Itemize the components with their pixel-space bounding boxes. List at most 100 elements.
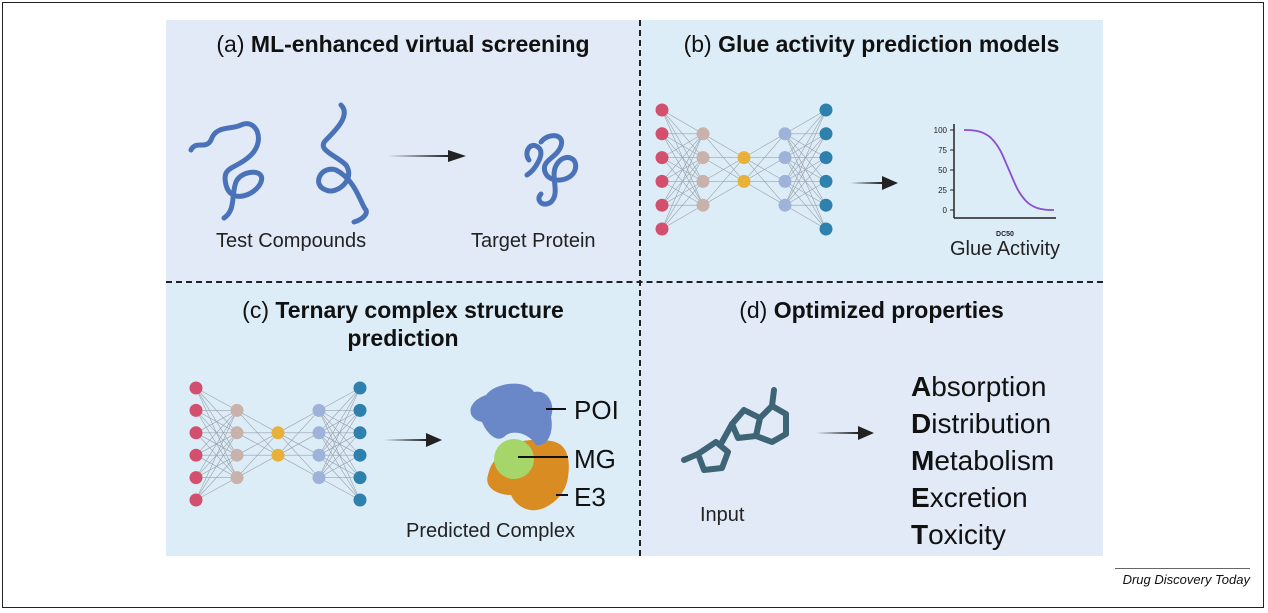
network-edge — [195, 410, 238, 456]
network-node — [353, 471, 367, 485]
network-edge — [743, 133, 786, 158]
network-node — [230, 403, 244, 417]
y-tick-label: 75 — [938, 146, 947, 155]
network-edge — [661, 133, 704, 182]
network-node — [696, 174, 710, 188]
y-tick-label: 100 — [934, 126, 948, 135]
glue-activity-caption: Glue Activity — [950, 238, 1061, 260]
ternary-complex-icon — [470, 383, 569, 511]
protein-chain-icon — [316, 102, 369, 225]
mg-label: MG — [574, 444, 616, 474]
panel-b-title: (b) Glue activity prediction models — [640, 30, 1103, 58]
network-edge — [318, 477, 361, 501]
test-compounds-caption: Test Compounds — [216, 230, 367, 252]
panel-d-title-text: Optimized properties — [773, 297, 1004, 323]
network-node — [353, 403, 367, 417]
network-edge — [702, 157, 745, 182]
y-tick-label: 25 — [938, 186, 947, 195]
network-node — [312, 471, 326, 485]
network-edge — [743, 133, 786, 182]
panel-c-title-line1: Ternary complex structure — [275, 297, 564, 323]
panel-d-label: (d) — [739, 297, 768, 323]
e3-label: E3 — [574, 482, 606, 512]
network-node — [189, 493, 203, 507]
network-edge — [277, 432, 320, 456]
network-node — [312, 426, 326, 440]
neural-network-icon — [655, 103, 833, 236]
network-edge — [743, 181, 786, 206]
network-edge — [195, 454, 238, 501]
network-node — [819, 174, 833, 188]
activity-curve — [963, 129, 1055, 211]
network-edge — [277, 410, 320, 456]
horizontal-divider — [166, 281, 1103, 283]
network-node — [353, 381, 367, 395]
panel-b-title-text: Glue activity prediction models — [718, 31, 1060, 57]
target-protein-caption: Target Protein — [471, 230, 596, 252]
panel-d-title: (d) Optimized properties — [640, 296, 1103, 324]
admet-absorption: Absorption — [911, 371, 1047, 402]
network-node — [230, 471, 244, 485]
network-node — [778, 174, 792, 188]
network-node — [189, 448, 203, 462]
input-caption: Input — [700, 504, 745, 526]
network-edge — [784, 109, 827, 206]
network-node — [737, 174, 751, 188]
network-node — [271, 426, 285, 440]
network-edge — [661, 109, 704, 135]
network-edge — [236, 432, 279, 478]
network-edge — [195, 410, 238, 478]
network-edge — [784, 157, 827, 206]
arrow-right-icon — [388, 150, 466, 162]
network-edge — [743, 157, 786, 182]
network-edge — [236, 410, 279, 434]
network-edge — [784, 133, 827, 206]
network-node — [655, 198, 669, 212]
network-edge — [661, 204, 704, 230]
network-node — [353, 493, 367, 507]
network-edge — [277, 454, 320, 478]
admet-list: Absorption Distribution Metabolism Excre… — [911, 368, 1054, 553]
network-node — [271, 448, 285, 462]
network-node — [819, 151, 833, 165]
network-node — [655, 151, 669, 165]
admet-metabolism: Metabolism — [911, 445, 1055, 476]
network-edge — [236, 454, 279, 478]
network-edge — [661, 133, 704, 206]
admet-distribution: Distribution — [911, 408, 1052, 439]
network-node — [189, 426, 203, 440]
network-node — [312, 403, 326, 417]
folded-protein-icon — [524, 133, 579, 207]
network-node — [353, 448, 367, 462]
arrow-right-icon — [384, 433, 442, 447]
journal-name: Drug Discovery Today — [1115, 568, 1250, 587]
network-edge — [277, 410, 320, 434]
network-edge — [661, 133, 704, 230]
network-node — [189, 403, 203, 417]
network-edge — [661, 181, 704, 230]
vertical-divider — [639, 20, 641, 556]
network-node — [737, 151, 751, 165]
molecule-icon — [681, 387, 789, 473]
panel-a-title: (a) ML-enhanced virtual screening — [166, 30, 640, 58]
network-edge — [702, 157, 745, 206]
network-edge — [195, 387, 238, 411]
network-node — [189, 471, 203, 485]
protein-chain-icon — [188, 121, 265, 221]
arrow-right-icon — [816, 426, 874, 440]
figure: (a) ML-enhanced virtual screening Test C… — [166, 20, 1103, 556]
network-edge — [318, 387, 361, 456]
network-edge — [236, 432, 279, 456]
network-edge — [318, 410, 361, 478]
admet-excretion: Excretion — [911, 482, 1028, 513]
network-node — [189, 381, 203, 395]
network-edge — [702, 133, 745, 158]
network-edge — [318, 387, 361, 434]
network-edge — [784, 109, 827, 182]
panel-c-label: (c) — [242, 297, 269, 323]
panel-a: (a) ML-enhanced virtual screening Test C… — [166, 20, 640, 282]
panel-c: (c) Ternary complex structure prediction… — [166, 282, 640, 556]
network-node — [230, 448, 244, 462]
